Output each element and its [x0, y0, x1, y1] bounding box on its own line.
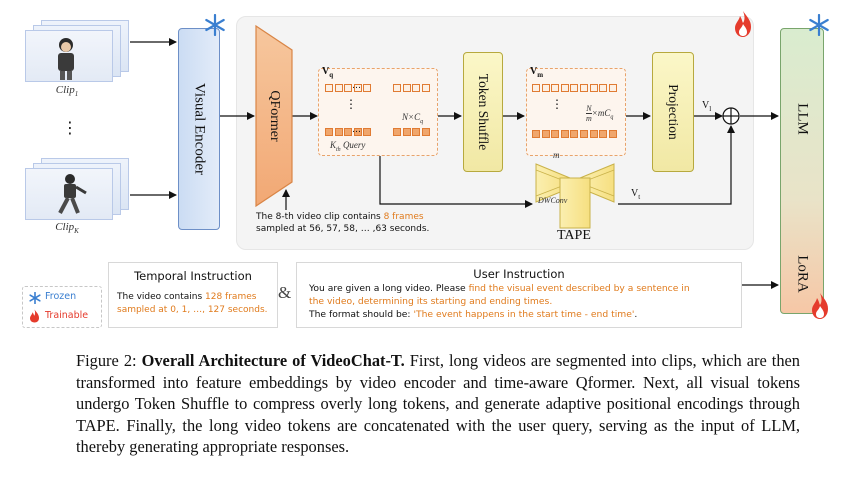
visual-encoder-block: Visual Encoder	[178, 28, 220, 230]
projection-label: Projection	[666, 84, 681, 140]
merged-token-row	[532, 84, 618, 92]
qformer-block	[255, 24, 293, 208]
merged-grid-dim: N m ×mCq	[586, 104, 614, 123]
query-grid-vdots: ⋮	[345, 97, 357, 111]
temporal-instruction-box: Temporal Instruction The video contains …	[108, 262, 278, 328]
fire-icon	[30, 309, 39, 323]
vt-label: Vt	[631, 188, 641, 201]
snowflake-icon	[29, 292, 41, 304]
caption-title: Overall Architecture of VideoChat-T.	[141, 351, 405, 370]
llm-label: LLM	[794, 103, 811, 135]
plus-circle-icon	[722, 107, 740, 125]
query-grid-dim: N×Cq	[402, 112, 424, 125]
clip-k-thumbnails	[25, 158, 129, 220]
caption-body: First, long videos are segmented into cl…	[76, 351, 800, 457]
qformer-block-label-wrap: QFormer	[256, 26, 292, 206]
row-ellipsis: …	[352, 81, 361, 91]
vm-label: Vm	[530, 66, 544, 79]
kth-query-label: Kth Query	[330, 140, 366, 153]
lora-label: LoRA	[794, 255, 811, 293]
projection-block: Projection	[652, 52, 694, 172]
user-instruction-title: User Instruction	[473, 267, 565, 281]
brace-m-label: m	[553, 150, 560, 160]
connector-lines	[130, 24, 779, 289]
merged-token-row-kth	[532, 130, 618, 138]
vl-label: Vl	[702, 100, 712, 113]
token-shuffle-label: Token Shuffle	[476, 73, 491, 151]
caption-lead: Figure 2:	[76, 351, 142, 370]
clip-note: The 8-th video clip contains 8 frames sa…	[256, 212, 430, 234]
visual-encoder-label: Visual Encoder	[191, 83, 208, 175]
fire-icon	[812, 293, 828, 319]
query-token-grid	[318, 68, 438, 156]
legend-frozen-label: Frozen	[45, 291, 77, 302]
user-instruction-box: User Instruction You are given a long vi…	[296, 262, 742, 328]
query-token-row-kth	[325, 128, 431, 136]
merged-grid-vdots: ⋮	[551, 97, 563, 111]
llm-block: LLM LoRA	[780, 28, 824, 314]
token-shuffle-block: Token Shuffle	[463, 52, 503, 172]
query-token-row	[325, 84, 431, 92]
ampersand: &	[278, 283, 292, 302]
clip-1-label: Clip1	[55, 84, 79, 99]
merged-token-grid	[526, 68, 626, 156]
tape-block	[535, 163, 615, 229]
user-instruction-text: You are given a long video. Please find …	[309, 283, 690, 320]
person-icon	[58, 174, 87, 214]
clip-1-thumbnails	[25, 20, 129, 82]
qformer-label: QFormer	[267, 90, 282, 142]
dwconv-label: DWConv	[538, 196, 568, 205]
fire-icon	[735, 11, 751, 37]
vq-label: Vq	[322, 66, 334, 79]
clips-ellipsis: ⋮	[62, 118, 78, 137]
temporal-instruction-title: Temporal Instruction	[134, 269, 252, 283]
legend-trainable-label: Trainable	[45, 310, 89, 321]
temporal-instruction-text: The video contains 128 frames sampled at…	[117, 292, 268, 315]
row-ellipsis: …	[352, 125, 361, 135]
snowflake-icon	[205, 14, 225, 36]
figure-caption: Figure 2: Overall Architecture of VideoC…	[76, 350, 800, 458]
legend: Frozen Trainable	[22, 286, 102, 328]
tape-label: TAPE	[557, 228, 591, 243]
clip-k-label: ClipK	[55, 221, 79, 236]
person-icon	[58, 38, 74, 80]
snowflake-icon	[809, 14, 829, 36]
